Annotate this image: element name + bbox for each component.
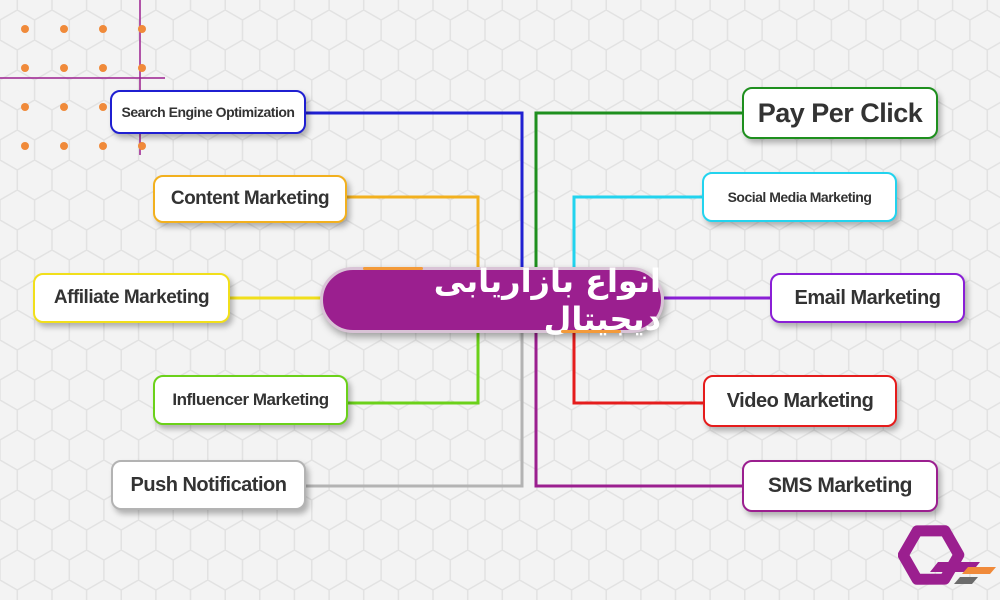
brand-logo-icon — [898, 525, 996, 585]
decor-dot — [99, 64, 107, 72]
decor-dot — [21, 64, 29, 72]
decor-dot — [138, 64, 146, 72]
decor-dot — [60, 142, 68, 150]
connector-push — [306, 330, 524, 488]
node-label: SMS Marketing — [767, 474, 913, 497]
decor-dot — [60, 103, 68, 111]
node-label: Push Notification — [130, 473, 287, 496]
node-pay-per-click: Pay Per Click — [742, 87, 938, 139]
node-search-engine-optimization: Search Engine Optimization — [110, 90, 306, 134]
connector-video — [572, 330, 703, 405]
connector-influencer — [348, 330, 480, 405]
node-content-marketing: Content Marketing — [153, 175, 347, 223]
decor-dot — [99, 103, 107, 111]
node-affiliate-marketing: Affiliate Marketing — [33, 273, 230, 323]
node-video-marketing: Video Marketing — [703, 375, 897, 427]
decor-dot — [138, 142, 146, 150]
node-label: Social Media Marketing — [727, 189, 872, 205]
decor-dot — [21, 142, 29, 150]
decor-dot — [138, 25, 146, 33]
node-influencer-marketing: Influencer Marketing — [153, 375, 348, 425]
connector-seo — [306, 111, 524, 282]
node-label: Content Marketing — [170, 188, 330, 209]
connector-social — [572, 195, 702, 270]
decor-dot — [21, 25, 29, 33]
node-social-media-marketing: Social Media Marketing — [702, 172, 897, 222]
decor-dot — [60, 64, 68, 72]
node-label: Email Marketing — [794, 286, 941, 309]
node-email-marketing: Email Marketing — [770, 273, 965, 323]
node-label: Search Engine Optimization — [121, 104, 295, 120]
node-label: Influencer Marketing — [172, 390, 329, 409]
decor-dot — [99, 142, 107, 150]
node-label: Affiliate Marketing — [53, 287, 210, 308]
center-node: انواع بازاریابی دیجیتال — [320, 262, 664, 338]
connector-content — [347, 195, 480, 272]
node-label: Video Marketing — [726, 389, 874, 412]
connector-ppc — [534, 111, 742, 282]
decor-dot — [60, 25, 68, 33]
node-sms-marketing: SMS Marketing — [742, 460, 938, 512]
node-push-notification: Push Notification — [111, 460, 306, 510]
connector-sms — [534, 330, 742, 488]
node-label: Pay Per Click — [757, 97, 923, 128]
center-title: انواع بازاریابی دیجیتال — [433, 262, 661, 338]
decor-dot — [99, 25, 107, 33]
decor-dot — [21, 103, 29, 111]
